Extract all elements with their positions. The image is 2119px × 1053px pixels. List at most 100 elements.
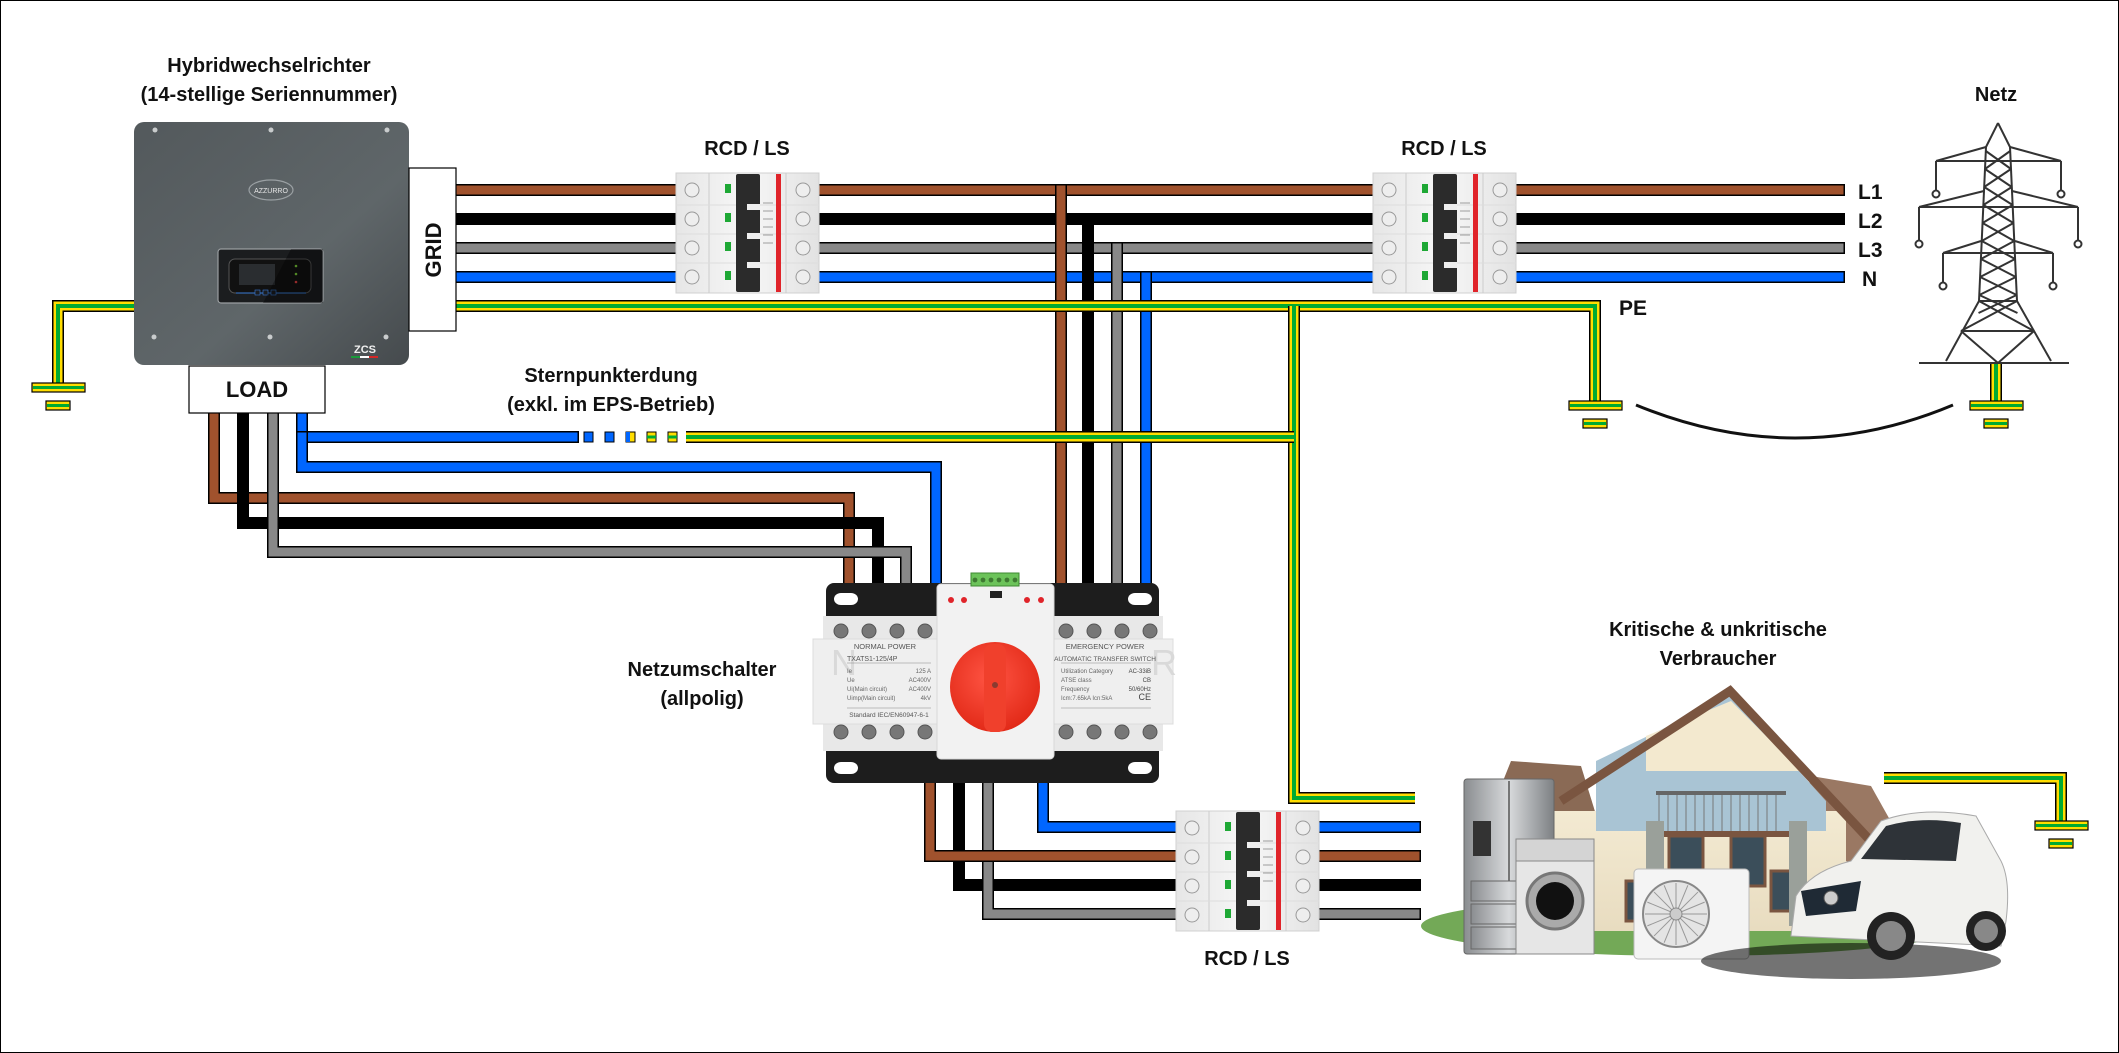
spec-name: Icm:7.65kA Icn:5kA (1061, 696, 1112, 702)
status-indicator (1225, 851, 1231, 860)
terminal-screw (684, 240, 700, 256)
terminal-screw (1184, 820, 1200, 836)
grid-port-box (408, 167, 457, 332)
status-indicator (1422, 213, 1428, 222)
rcd-breaker-top-right[interactable] (1372, 172, 1517, 294)
transfer-switch-title: Netzumschalter (628, 659, 777, 681)
mount-hole (1128, 593, 1152, 605)
terminal-screw (1184, 849, 1200, 865)
phase-label-l1: L1 (1858, 181, 1883, 204)
led-indicator (1038, 597, 1044, 603)
spec-name: ATSE class (1061, 678, 1092, 684)
ats-label: AUTOMATIC TRANSFER SWITCH (1054, 656, 1156, 663)
left-letter: N (831, 642, 857, 683)
wire-n-out (1038, 774, 1181, 832)
car-logo (1823, 890, 1839, 906)
terminal-screw (795, 211, 811, 227)
wire-n-load-outline (296, 431, 942, 592)
spec-value: 50/60Hz (1129, 687, 1151, 693)
pe-label: PE (1619, 297, 1647, 320)
status-indicator (1422, 184, 1428, 193)
rcd-bottom-label: RCD / LS (1204, 948, 1290, 970)
mount-hole (834, 593, 858, 605)
spec-value: AC400V (909, 678, 931, 684)
wire-pe-inverter-yellow (53, 301, 134, 385)
wire-pe-consumers-green (1292, 306, 1415, 800)
spec-value: CE (1138, 692, 1151, 702)
car-shadow (1701, 943, 2001, 979)
wire-n-starpoint (297, 408, 578, 442)
spec-value: AC-33iB (1129, 669, 1151, 675)
terminal-screw (833, 724, 849, 740)
wire-pe-grid-yellow (456, 301, 1600, 403)
wire-pe-house-green (1884, 776, 2063, 823)
insulator (1938, 281, 1948, 291)
mount-hole (834, 762, 858, 774)
grid-title: Netz (1975, 84, 2017, 106)
ground-symbol-house (2034, 820, 2089, 849)
normal-power-label: NORMAL POWER (854, 642, 917, 651)
status-indicator (725, 271, 731, 280)
status-indicator (1225, 880, 1231, 889)
terminal-screw (1142, 724, 1158, 740)
phase-label-l2: L2 (1858, 210, 1883, 233)
spec-value: AC400V (909, 687, 931, 693)
spec-name: Uimp(Main circuit) (847, 696, 895, 702)
consumers-subtitle: Verbraucher (1660, 648, 1777, 670)
insulator (1931, 189, 1941, 199)
ground-symbol-tower (1969, 400, 2024, 429)
terminal-screw (833, 623, 849, 639)
wire-pe-grid-green (456, 304, 1597, 403)
hybrid-inverter[interactable]: AZZURRO ZCS GRID LOAD (134, 122, 457, 414)
zcs-badge: ZCS (351, 344, 378, 358)
wire-pe-consumers-outline (1288, 306, 1415, 804)
svg-text:ZCS: ZCS (354, 344, 376, 356)
terminal-screw (1381, 240, 1397, 256)
terminal-screw (684, 211, 700, 227)
wire-n-load (297, 432, 941, 591)
terminal-screw (1086, 724, 1102, 740)
terminal-screw (1295, 820, 1311, 836)
terminal-screw (861, 623, 877, 639)
phase-label-l3: L3 (1858, 239, 1883, 262)
azzurro-logo: AZZURRO (248, 179, 294, 201)
inverter-body (134, 122, 409, 365)
wire-l2-out (954, 774, 1181, 890)
status-indicator (1422, 242, 1428, 251)
insulator (2048, 281, 2058, 291)
terminal-screw (1381, 211, 1397, 227)
balcony-floor (1651, 831, 1791, 837)
spec-name: Frequency (1061, 687, 1089, 693)
wire-n-out-outline (1037, 773, 1182, 833)
wire-pe-consumers-yellow (1289, 306, 1415, 803)
terminal-screw (889, 623, 905, 639)
spec-name: Ue (847, 678, 855, 684)
status-indicator (1422, 271, 1428, 280)
spec-value: 4kV (921, 696, 931, 702)
dip-switch (990, 591, 1002, 598)
terminal-screw (1058, 724, 1074, 740)
grid-port-label: GRID (421, 223, 446, 278)
status-indicator (725, 213, 731, 222)
rcd-top-right-label: RCD / LS (1401, 138, 1487, 160)
terminal-screw (1381, 269, 1397, 285)
transfer-switch-subtitle: (allpolig) (660, 688, 743, 710)
model-label: TXATS1-125/4P (847, 656, 898, 663)
terminal-screw (1184, 878, 1200, 894)
rcd-breaker-bottom[interactable] (1175, 810, 1320, 932)
terminal-screw (1295, 878, 1311, 894)
wire-pe-inverter-outline (52, 300, 134, 385)
brand-logo-text: AZZURRO (254, 188, 288, 195)
inverter-screws (151, 127, 390, 340)
mount-hole (1128, 762, 1152, 774)
spec-name: Utilization Category (1061, 669, 1113, 675)
consumers-title: Kritische & unkritische (1609, 619, 1827, 641)
terminal-screw (1184, 907, 1200, 923)
status-indicator (725, 184, 731, 193)
rcd-breaker-top-left[interactable] (675, 172, 820, 294)
inverter-subtitle: (14-stellige Seriennummer) (141, 84, 398, 106)
led-indicator (1024, 597, 1030, 603)
wire-l3-load (268, 408, 911, 591)
